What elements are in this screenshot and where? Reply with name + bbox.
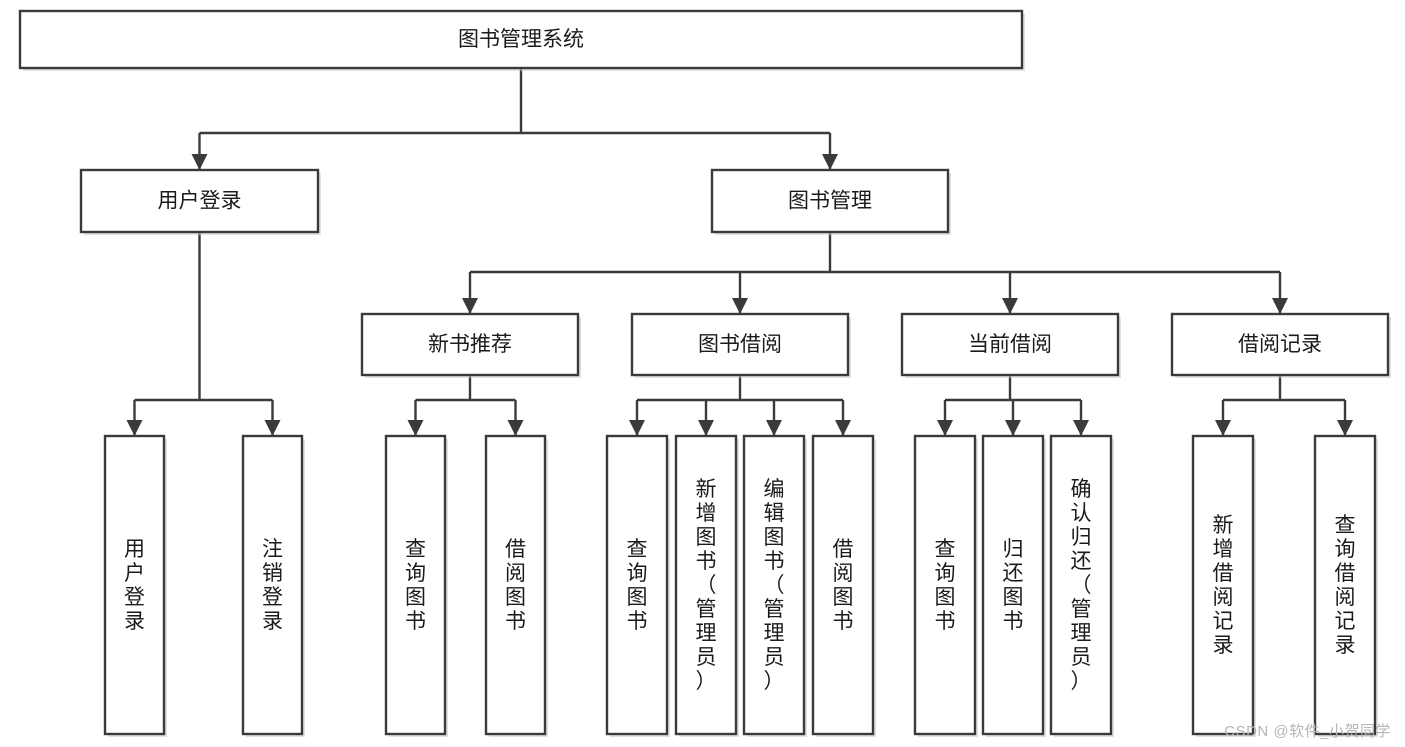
node-leaf[interactable]: 新增借阅记录 xyxy=(1191,434,1256,737)
node-level3[interactable]: 当前借阅 xyxy=(900,312,1121,378)
node-level3[interactable]: 借阅记录 xyxy=(1170,312,1391,378)
arrow-head-icon xyxy=(1005,420,1021,436)
node-leaf[interactable]: 查询图书 xyxy=(384,434,448,737)
node-label: 用户登录 xyxy=(124,538,145,633)
node-level2[interactable]: 用户登录 xyxy=(79,168,321,235)
node-label: 图书管理系统 xyxy=(458,28,584,51)
node-leaf[interactable]: 查询图书 xyxy=(913,434,978,737)
arrow-head-icon xyxy=(1272,298,1288,314)
node-leaf[interactable]: 借阅图书 xyxy=(811,434,876,737)
arrow-head-icon xyxy=(766,420,782,436)
arrow-head-icon xyxy=(822,154,838,170)
arrow-head-icon xyxy=(407,420,424,436)
connector-layer xyxy=(126,68,1353,436)
arrow-head-icon xyxy=(462,298,478,314)
node-label: 注销登录 xyxy=(262,538,283,633)
node-label: 当前借阅 xyxy=(968,333,1052,356)
watermark-text: CSDN @软件_小贺同学 xyxy=(1224,723,1391,740)
node-label: 查询图书 xyxy=(627,538,648,633)
arrow-head-icon xyxy=(937,420,953,436)
arrow-head-icon xyxy=(126,420,143,436)
arrow-head-icon xyxy=(629,420,645,436)
node-leaf[interactable]: 用户登录 xyxy=(103,434,167,737)
node-label: 确认归还（管理员） xyxy=(1071,478,1092,693)
node-label: 图书借阅 xyxy=(698,333,782,356)
node-leaf[interactable]: 归还图书 xyxy=(981,434,1046,737)
node-label: 借阅记录 xyxy=(1238,333,1322,356)
arrow-head-icon xyxy=(732,298,748,314)
arrow-head-icon xyxy=(264,420,281,436)
node-leaf[interactable]: 借阅图书 xyxy=(484,434,548,737)
node-leaf[interactable]: 查询借阅记录 xyxy=(1313,434,1378,737)
arrow-head-icon xyxy=(1073,420,1089,436)
node-level3[interactable]: 图书借阅 xyxy=(630,312,851,378)
node-label: 查询图书 xyxy=(405,538,426,633)
arrow-head-icon xyxy=(1215,420,1231,436)
arrow-head-icon xyxy=(1002,298,1018,314)
arrow-head-icon xyxy=(507,420,524,436)
node-layer: 图书管理系统用户登录图书管理新书推荐图书借阅当前借阅借阅记录用户登录注销登录查询… xyxy=(18,9,1391,737)
node-label: 借阅图书 xyxy=(505,538,526,633)
arrow-head-icon xyxy=(835,420,851,436)
node-root[interactable]: 图书管理系统 xyxy=(18,9,1025,71)
node-label: 归还图书 xyxy=(1003,538,1024,633)
node-leaf[interactable]: 新增图书（管理员） xyxy=(674,434,739,737)
arrow-head-icon xyxy=(1337,420,1353,436)
node-leaf[interactable]: 注销登录 xyxy=(241,434,305,737)
node-leaf[interactable]: 确认归还（管理员） xyxy=(1049,434,1114,737)
node-label: 图书管理 xyxy=(788,190,872,213)
node-leaf[interactable]: 查询图书 xyxy=(605,434,670,737)
node-label: 查询借阅记录 xyxy=(1335,514,1356,657)
node-leaf[interactable]: 编辑图书（管理员） xyxy=(742,434,807,737)
node-label: 新增图书（管理员） xyxy=(696,478,717,693)
node-label: 新增借阅记录 xyxy=(1213,514,1234,657)
arrow-head-icon xyxy=(698,420,714,436)
node-label: 用户登录 xyxy=(158,190,242,213)
node-level2[interactable]: 图书管理 xyxy=(710,168,951,235)
node-level3[interactable]: 新书推荐 xyxy=(360,312,581,378)
node-label: 新书推荐 xyxy=(428,333,512,356)
arrow-head-icon xyxy=(191,154,208,170)
node-label: 查询图书 xyxy=(935,538,956,633)
node-label: 借阅图书 xyxy=(833,538,854,633)
node-label: 编辑图书（管理员） xyxy=(764,478,785,693)
